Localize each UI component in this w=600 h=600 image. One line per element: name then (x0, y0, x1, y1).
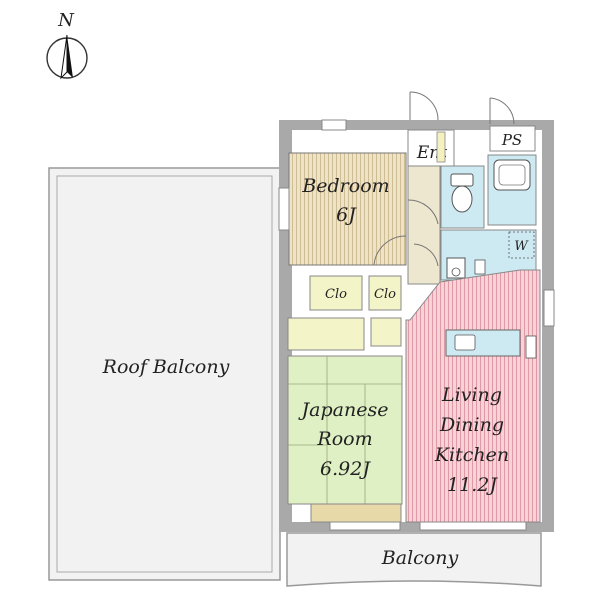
entrance: Ent (407, 129, 455, 285)
japanese-room-size: 6.92J (320, 458, 371, 480)
storage-small (370, 317, 402, 347)
japanese-room-label-1: Japanese (298, 399, 389, 421)
closet-2-label: Clo (374, 287, 396, 302)
pipe-space-label: PS (501, 131, 522, 149)
toilet-door-icon (407, 199, 439, 225)
oshiire-storage (287, 317, 365, 351)
balcony: Balcony (286, 532, 542, 587)
ldk-label-1: Living (441, 384, 502, 406)
roof-balcony-label: Roof Balcony (102, 356, 230, 378)
entrance-door-icon (409, 91, 439, 121)
pipe-space: PS (489, 97, 536, 152)
washer-label: W (514, 239, 529, 254)
kitchen-counter (445, 329, 537, 359)
bedroom: Bedroom 6J (288, 152, 407, 266)
japanese-room: Japanese Room 6.92J (287, 355, 403, 523)
toilet-room (440, 165, 485, 229)
washroom-door-icon (413, 243, 439, 267)
ldk-label-2: Dining (439, 414, 504, 436)
compass-label: N (57, 10, 75, 31)
japanese-room-window (329, 521, 401, 531)
sink-icon (454, 334, 476, 351)
bedroom-side-window (278, 187, 290, 231)
bedroom-size: 6J (336, 204, 357, 226)
washbasin-icon (446, 257, 466, 279)
fridge-space (525, 335, 537, 359)
bedroom-label: Bedroom (301, 175, 389, 197)
toilet-icon (450, 173, 474, 213)
compass: N (46, 10, 88, 80)
closet-1: Clo (309, 275, 363, 311)
japanese-room-label-2: Room (316, 428, 372, 450)
bedroom-door-icon (373, 235, 407, 266)
balcony-label: Balcony (381, 547, 459, 569)
north-arrow-icon (46, 34, 88, 80)
bathtub-icon (493, 159, 531, 191)
shoe-cabinet (436, 131, 446, 163)
bathroom (487, 154, 537, 226)
closet-1-label: Clo (325, 287, 347, 302)
ldk-label-3: Kitchen (434, 444, 509, 466)
bedroom-window (321, 119, 347, 131)
living-dining-kitchen: Living Dining Kitchen 11.2J (405, 269, 541, 523)
ldk-size: 11.2J (447, 474, 498, 496)
roof-balcony: Roof Balcony (48, 167, 281, 581)
closet-2: Clo (368, 275, 402, 311)
ldk-window (419, 521, 527, 531)
ldk-side-window (543, 289, 555, 327)
washer-space: W (508, 231, 535, 259)
